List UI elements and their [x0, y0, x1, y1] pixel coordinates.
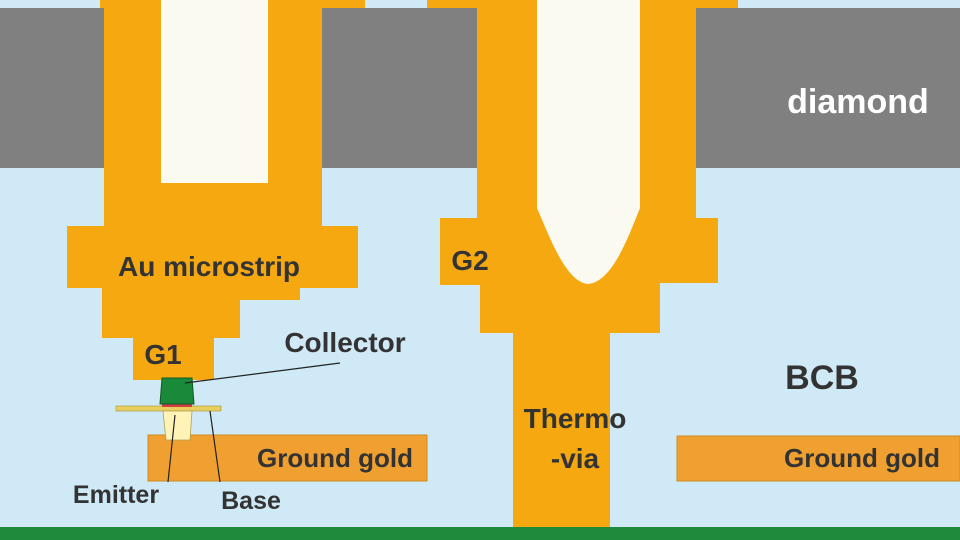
base-leader [209, 410, 221, 483]
label-thermo-via-line1: Thermo [524, 403, 627, 434]
au-microstrip-structure [67, 0, 365, 380]
collector-block [159, 377, 195, 405]
label-ground-gold-right: Ground gold [784, 443, 940, 473]
substrate-strip [0, 527, 960, 540]
collector-leader [184, 362, 341, 384]
label-base: Base [221, 487, 281, 515]
via-core-right [537, 0, 640, 284]
ground-gold-right [676, 435, 960, 482]
emitter-block [162, 410, 193, 441]
label-emitter: Emitter [73, 481, 159, 509]
emitter-leader [167, 414, 176, 483]
ground-gold-left [147, 434, 428, 482]
label-bcb: BCB [785, 359, 859, 397]
junction-layer [162, 404, 192, 407]
label-g1: G1 [144, 339, 181, 370]
label-g2: G2 [451, 245, 488, 276]
label-ground-gold-left: Ground gold [257, 443, 413, 473]
label-diamond: diamond [787, 83, 929, 121]
label-thermo-via-line2: -via [551, 443, 600, 474]
via-core-left [161, 0, 268, 183]
label-au-microstrip: Au microstrip [118, 251, 300, 282]
label-collector: Collector [284, 327, 405, 358]
